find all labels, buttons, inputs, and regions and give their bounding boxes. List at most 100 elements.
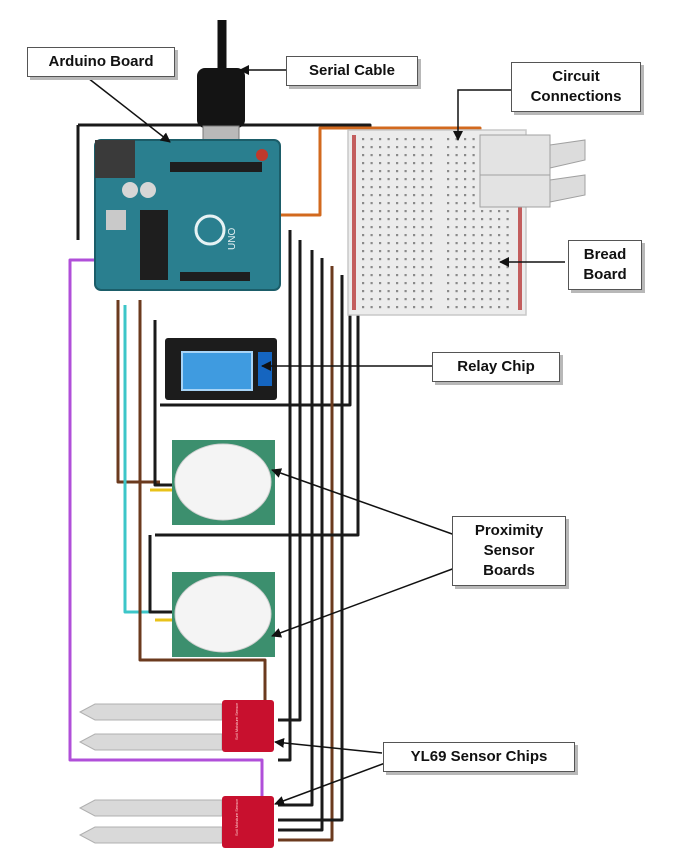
breadboard-hole	[362, 146, 365, 149]
breadboard-hole	[370, 266, 373, 269]
breadboard-hole	[370, 250, 373, 253]
breadboard-hole	[447, 210, 450, 213]
breadboard-hole	[396, 234, 399, 237]
breadboard-hole	[447, 178, 450, 181]
wire-black-pir1	[153, 320, 172, 487]
breadboard-hole	[481, 226, 484, 229]
breadboard-hole	[455, 194, 458, 197]
breadboard-hole	[413, 282, 416, 285]
breadboard-hole	[430, 202, 433, 205]
breadboard-hole	[413, 226, 416, 229]
breadboard-hole	[362, 186, 365, 189]
breadboard-hole	[370, 170, 373, 173]
breadboard-hole	[362, 234, 365, 237]
breadboard-hole	[447, 154, 450, 157]
breadboard-hole	[413, 234, 416, 237]
breadboard-hole	[404, 306, 407, 309]
breadboard-hole	[447, 290, 450, 293]
breadboard-hole	[404, 154, 407, 157]
breadboard-hole	[481, 298, 484, 301]
breadboard-hole	[430, 274, 433, 277]
breadboard-hole	[404, 266, 407, 269]
breadboard-hole	[404, 242, 407, 245]
breadboard-hole	[447, 186, 450, 189]
breadboard-hole	[472, 274, 475, 277]
breadboard-hole	[430, 178, 433, 181]
breadboard-hole	[362, 306, 365, 309]
breadboard-hole	[464, 250, 467, 253]
breadboard-hole	[506, 218, 509, 221]
breadboard-hole	[472, 178, 475, 181]
arrow-proximity-2	[271, 567, 456, 638]
breadboard-hole	[362, 290, 365, 293]
breadboard-hole	[455, 258, 458, 261]
breadboard-hole	[404, 146, 407, 149]
breadboard-hole	[447, 218, 450, 221]
breadboard-hole	[387, 218, 390, 221]
breadboard-hole	[455, 250, 458, 253]
breadboard-hole	[455, 234, 458, 237]
breadboard-hole	[447, 138, 450, 141]
breadboard-hole	[379, 154, 382, 157]
breadboard-hole	[464, 138, 467, 141]
breadboard-hole	[421, 194, 424, 197]
breadboard-hole	[396, 274, 399, 277]
breadboard-hole	[464, 234, 467, 237]
breadboard-hole	[472, 138, 475, 141]
breadboard-hole	[481, 282, 484, 285]
breadboard-hole	[362, 266, 365, 269]
breadboard-hole	[396, 218, 399, 221]
breadboard-hole	[464, 274, 467, 277]
breadboard-hole	[430, 234, 433, 237]
breadboard-hole	[362, 194, 365, 197]
breadboard-holes	[362, 138, 509, 309]
breadboard-hole	[498, 298, 501, 301]
breadboard-hole	[387, 282, 390, 285]
breadboard-hole	[387, 202, 390, 205]
breadboard-hole	[396, 258, 399, 261]
breadboard-hole	[413, 250, 416, 253]
breadboard-hole	[404, 234, 407, 237]
breadboard-hole	[481, 218, 484, 221]
breadboard-hole	[455, 146, 458, 149]
breadboard-hole	[362, 210, 365, 213]
breadboard-hole	[387, 242, 390, 245]
breadboard-hole	[464, 226, 467, 229]
breadboard-hole	[421, 210, 424, 213]
breadboard-hole	[404, 250, 407, 253]
breadboard-hole	[464, 290, 467, 293]
breadboard-hole	[370, 138, 373, 141]
breadboard-hole	[447, 274, 450, 277]
breadboard-hole	[455, 210, 458, 213]
breadboard-hole	[404, 282, 407, 285]
breadboard-hole	[362, 282, 365, 285]
breadboard-hole	[447, 202, 450, 205]
breadboard-hole	[506, 266, 509, 269]
breadboard-hole	[481, 306, 484, 309]
breadboard-hole	[430, 242, 433, 245]
wire-black-b3	[278, 250, 314, 807]
breadboard-hole	[387, 226, 390, 229]
breadboard-hole	[404, 218, 407, 221]
breadboard-hole	[362, 258, 365, 261]
breadboard-hole	[447, 250, 450, 253]
breadboard-hole	[506, 242, 509, 245]
breadboard-hole	[396, 226, 399, 229]
breadboard-hole	[489, 210, 492, 213]
breadboard-hole	[413, 306, 416, 309]
breadboard-hole	[447, 194, 450, 197]
breadboard-hole	[430, 154, 433, 157]
breadboard-hole	[387, 266, 390, 269]
breadboard-hole	[430, 258, 433, 261]
breadboard-hole	[430, 250, 433, 253]
breadboard-hole	[472, 226, 475, 229]
breadboard-hole	[489, 274, 492, 277]
breadboard-hole	[370, 242, 373, 245]
breadboard-hole	[421, 306, 424, 309]
breadboard-hole	[370, 306, 373, 309]
breadboard-hole	[396, 162, 399, 165]
dht-sensor-bottom	[479, 174, 586, 208]
wire-purple-left	[68, 258, 264, 800]
breadboard-hole	[472, 242, 475, 245]
